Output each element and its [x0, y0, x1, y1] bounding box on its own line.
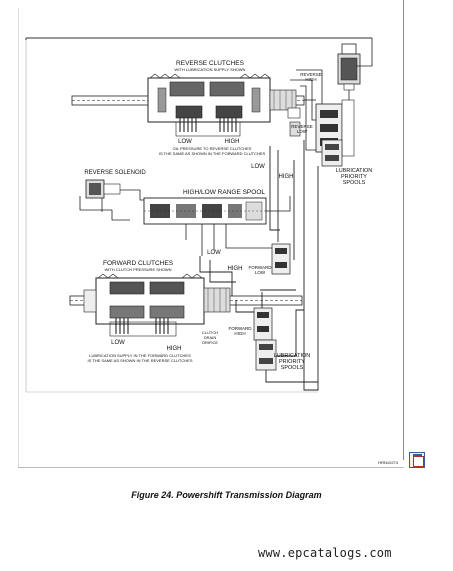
reverse-low-spool-label-1: REVERSE [291, 124, 313, 129]
figure-code: HRN10274 [378, 460, 399, 465]
forward-low-label-1: FORWARD [249, 265, 273, 270]
right-hydraulic-loop [303, 140, 319, 391]
reverse-clutches-title: REVERSE CLUTCHES [176, 60, 245, 67]
reverse-lub-note: WITH LUBRICATION SUPPLY SHOWN [175, 67, 246, 72]
document-icon[interactable] [409, 452, 425, 468]
watermark-text: www.epcatalogs.com [258, 546, 392, 560]
reverse-clutch-assembly [71, 73, 305, 137]
reverse-low-label: LOW [178, 139, 192, 145]
figure-caption: Figure 24. Powershift Transmission Diagr… [131, 490, 322, 500]
range-spool [143, 196, 291, 256]
reverse-high-spool-label-1: REVERSE [300, 72, 322, 77]
oil-pressure-note-line-1: OIL PRESSURE TO REVERSE CLUTCHES [173, 146, 252, 151]
reverse-solenoid [79, 179, 146, 221]
diagram-inner-frame [25, 40, 318, 393]
lub-priority-top-line-1: LUBRICATION [336, 168, 373, 174]
lub-priority-top-line-3: SPOOLS [343, 180, 366, 186]
range-spool-label: HIGH/LOW RANGE SPOOL [183, 189, 265, 196]
oil-pressure-note-line-2: IS THE SAME AS SHOWN IN THE FORWARD CLUT… [159, 151, 266, 156]
forward-high-label-1: FORWARD [229, 326, 253, 331]
clutch-drain-label-3: ORIFICE [202, 340, 219, 345]
forward-clutches-title: FORWARD CLUTCHES [103, 260, 174, 267]
lub-supply-note-line-2: IS THE SAME AS SHOWN IN THE REVERSE CLUT… [88, 358, 193, 363]
forward-clutch-assembly [69, 273, 303, 337]
lub-priority-bottom-line-3: SPOOLS [281, 365, 304, 371]
forward-high-clutch-label: HIGH [167, 346, 182, 352]
mid-high-label: HIGH [279, 174, 294, 180]
forward-pressure-note: WITH CLUTCH PRESSURE SHOWN [104, 267, 171, 272]
reverse-solenoid-label: REVERSE SOLENOID [84, 170, 146, 176]
left-border-line [18, 8, 19, 468]
lub-priority-bottom-line-1: LUBRICATION [274, 353, 311, 359]
lower-low-label: LOW [207, 250, 221, 256]
forward-high-label-2: HIGH [234, 331, 245, 336]
lub-supply-note-line-1: LUBRICATION SUPPLY IN THE FORWARD CLUTCH… [89, 353, 191, 358]
right-border-line [403, 0, 404, 460]
clutch-drain-label-1: CLUTCH [202, 330, 218, 335]
lub-priority-bottom-line-2: PRIORITY [279, 359, 305, 365]
mid-low-label: LOW [251, 164, 265, 170]
forward-low-label-2: LOW [255, 270, 266, 275]
lub-priority-top-line-2: PRIORITY [341, 174, 367, 180]
lower-valve-body [235, 292, 318, 383]
clutch-drain-label-2: DRAIN [204, 335, 217, 340]
lower-high-label: HIGH [228, 266, 243, 272]
lub-priority-spools-top [321, 139, 343, 167]
bottom-border-line [18, 467, 404, 468]
reverse-low-spool-label-2: LOW [297, 129, 308, 134]
forward-low-spool [260, 243, 296, 291]
reverse-high-spool-label-2: HIGH [305, 77, 316, 82]
reverse-high-label: HIGH [225, 139, 240, 145]
forward-low-clutch-label: LOW [111, 340, 125, 346]
